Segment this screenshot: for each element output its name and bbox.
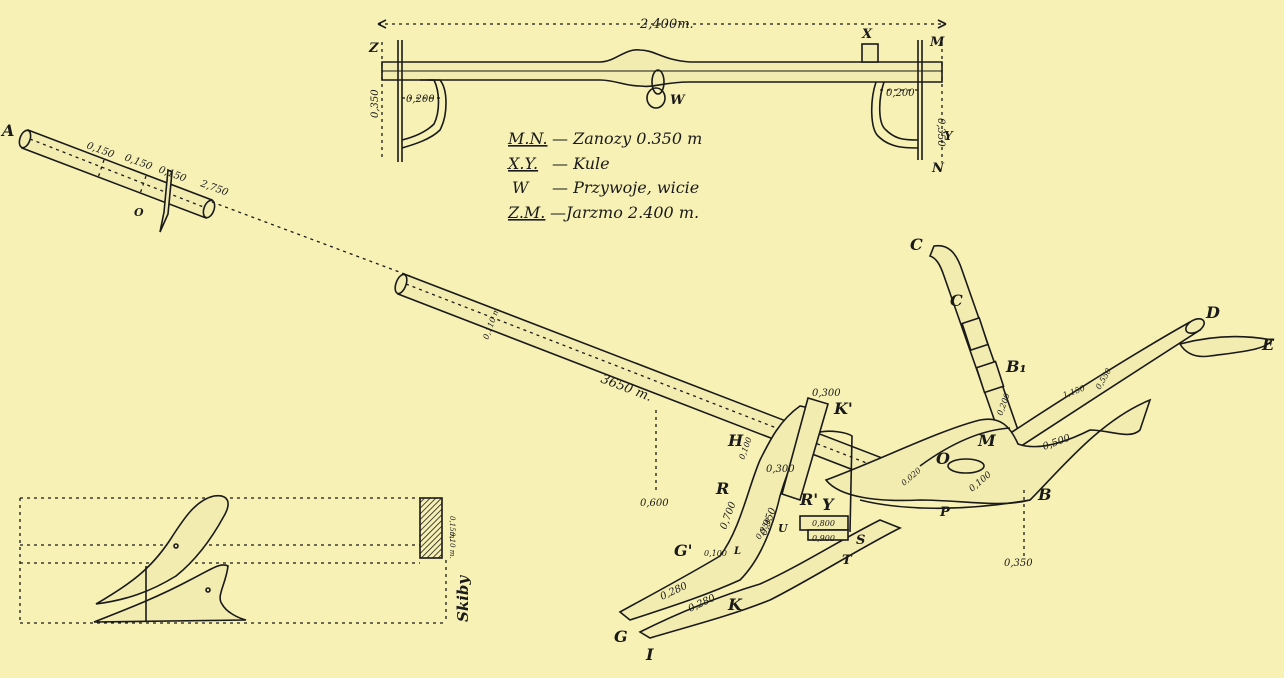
yoke-height-left: 0,350 xyxy=(370,89,381,118)
plough-dim-3: 0,300 xyxy=(766,464,795,475)
legend: M.N. — Zanozy 0.350 m X.Y. — Kule W — Pr… xyxy=(506,129,702,222)
yoke-label-z: Z xyxy=(368,41,379,56)
plough-label-g-prime: G' xyxy=(674,541,693,560)
yoke-drawing: 2,400m. Z X M N Y W 0,350 0,200 0,200 0,… xyxy=(368,17,954,176)
yoke-label-y: Y xyxy=(944,129,954,143)
plough-dim-6: 0,800 xyxy=(812,519,835,528)
legend-key-w: W xyxy=(512,178,530,197)
plough-label-b: B xyxy=(1037,485,1052,504)
plough-label-p: P xyxy=(939,505,951,520)
plough-label-b1: B₁ xyxy=(1005,357,1027,376)
plough-label-d: D xyxy=(1205,303,1220,322)
plough-dim-7: 0,900 xyxy=(812,534,835,543)
yoke-height-right: 0,350 xyxy=(935,118,946,147)
yoke-label-m: M xyxy=(929,35,945,50)
plough-dim-18: 0,350 xyxy=(1004,558,1033,569)
legend-text-w: — Przywoje, wicie xyxy=(552,178,699,197)
plough-label-h: H xyxy=(727,431,744,450)
plough-label-k-prime: K' xyxy=(833,399,853,418)
plough-label-e: E xyxy=(1261,335,1275,354)
plough-label-l: L xyxy=(733,546,741,557)
yoke-inner-left: 0,200 xyxy=(406,94,435,105)
beam-height-mark: 0,600 xyxy=(640,498,669,509)
pole-detail: A O 0,150 0,150 0,150 2,750 xyxy=(0,121,411,277)
furrow-dim-2: 0,10 m. xyxy=(448,532,456,559)
plough-label-c: C xyxy=(950,291,963,310)
plough-label-k: K xyxy=(727,595,743,614)
legend-text-xy: — Kule xyxy=(552,154,610,173)
yoke-label-x: X xyxy=(861,27,873,42)
plough-label-t: T xyxy=(842,553,853,568)
legend-text-mn: — Zanozy 0.350 m xyxy=(552,129,702,148)
plough-label-c-top: C xyxy=(910,235,923,254)
plough-label-u: U xyxy=(778,522,789,535)
plough-label-o: O xyxy=(936,449,950,468)
plough-label-r: R xyxy=(715,479,729,498)
yoke-label-w: W xyxy=(670,93,686,108)
plough-label-y: Y xyxy=(822,495,835,514)
furrow-diagram: Skiby 0,15m. 0,10 m. xyxy=(19,494,472,624)
plough-labels: C C B₁ D E K' H R R' Y M O B P S T U L G… xyxy=(614,235,1275,664)
legend-key-zm: Z.M. xyxy=(507,203,545,222)
plough-label-g: G xyxy=(614,627,628,646)
legend-text-zm: —Jarzmo 2.400 m. xyxy=(550,203,699,222)
plough-label-r-prime: R' xyxy=(799,490,818,509)
legend-key-mn: M.N. xyxy=(507,129,548,148)
yoke-inner-right: 0,200 xyxy=(886,88,915,99)
plough-body xyxy=(618,244,1274,639)
plough-label-m: M xyxy=(977,431,997,450)
pole-label-o: O xyxy=(134,206,144,219)
pole-label-a: A xyxy=(0,121,14,140)
yoke-length-label: 2,400m. xyxy=(639,17,694,32)
yoke-label-n: N xyxy=(931,161,945,176)
plough-dim-9: 0,100 xyxy=(704,549,727,558)
furrow-dim-1: 0,15m. xyxy=(448,516,456,540)
plough-label-i: I xyxy=(645,645,654,664)
plough-dim-1: 0,300 xyxy=(812,388,841,399)
plough-label-s: S xyxy=(856,533,865,548)
legend-key-xy: X.Y. xyxy=(506,154,538,173)
furrow-label: Skiby xyxy=(454,575,472,622)
